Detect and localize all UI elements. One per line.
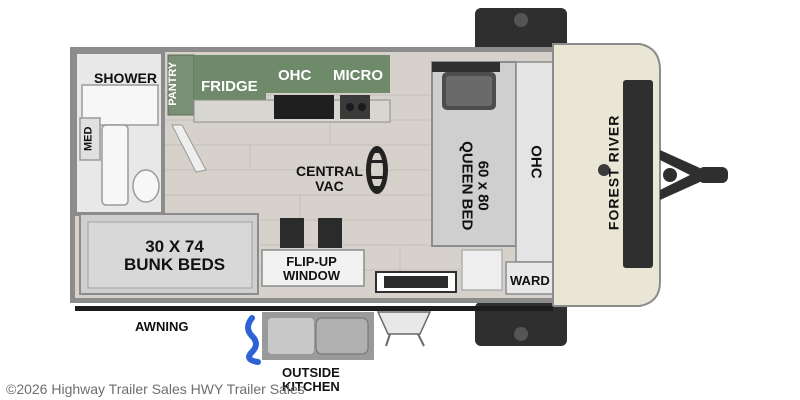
toilet: [132, 169, 160, 203]
footprint-icon: [366, 146, 388, 194]
pantry-label: PANTRY: [167, 61, 180, 106]
central-vac-line1: CENTRAL: [296, 163, 363, 179]
brand-name: FOREST RIVER: [605, 114, 622, 231]
ohc-front-label: OHC: [527, 145, 545, 179]
med-label: MED: [82, 126, 95, 151]
brand-logo-icon: [598, 164, 610, 176]
dinette-seat-right: [318, 218, 342, 248]
awning-label: AWNING: [135, 319, 189, 334]
outside-kitchen-line2: KITCHEN: [282, 378, 340, 394]
bunk-beds-line1: 30 X 74: [145, 237, 204, 256]
fridge: [194, 55, 266, 100]
queen-bed-label: 60 x 80 QUEEN BED: [458, 141, 492, 231]
pantry: [167, 54, 195, 116]
outside-kitchen-label: OUTSIDE KITCHEN: [282, 366, 340, 393]
central-vac-line2: VAC: [315, 177, 344, 194]
bunk-beds-label: 30 X 74 BUNK BEDS: [124, 238, 225, 274]
medicine-cabinet: [79, 117, 101, 161]
ward-label: WARD: [510, 273, 550, 288]
micro-label: MICRO: [333, 67, 383, 84]
overhead-cabinet-kitchen: [266, 55, 328, 93]
queen-bed-line1: 60 x 80: [474, 160, 492, 211]
awning-bar: [75, 306, 553, 311]
outside-kitchen-line1: OUTSIDE: [282, 365, 340, 380]
queen-bed-line2: QUEEN BED: [458, 141, 476, 231]
ohc-kitchen-label: OHC: [278, 67, 312, 84]
tire-top: [475, 8, 567, 52]
tire-bottom: [475, 302, 567, 346]
dinette-seat-left: [280, 218, 304, 248]
watermark: ©2026 Highway Trailer Sales HWY Trailer …: [6, 381, 305, 397]
dinette-table: [261, 249, 365, 287]
central-vac-label: CENTRAL VAC: [296, 164, 363, 193]
kitchen-sink: [274, 95, 334, 119]
sink: [101, 124, 129, 206]
flip-up-window-line1: FLIP-UP: [286, 254, 337, 269]
fridge-label: FRIDGE: [201, 78, 258, 95]
bunk-beds-line2: BUNK BEDS: [124, 254, 226, 274]
shower-label: SHOWER: [94, 70, 157, 86]
front-window: [623, 80, 653, 268]
microwave: [328, 55, 390, 93]
flip-up-window-label: FLIP-UP WINDOW: [283, 255, 340, 282]
hitch: [660, 150, 728, 200]
outside-grill-shelf: [376, 311, 432, 335]
wardrobe: [505, 261, 554, 295]
flip-up-window-line2: WINDOW: [283, 267, 341, 283]
hose-icon: [245, 315, 261, 365]
